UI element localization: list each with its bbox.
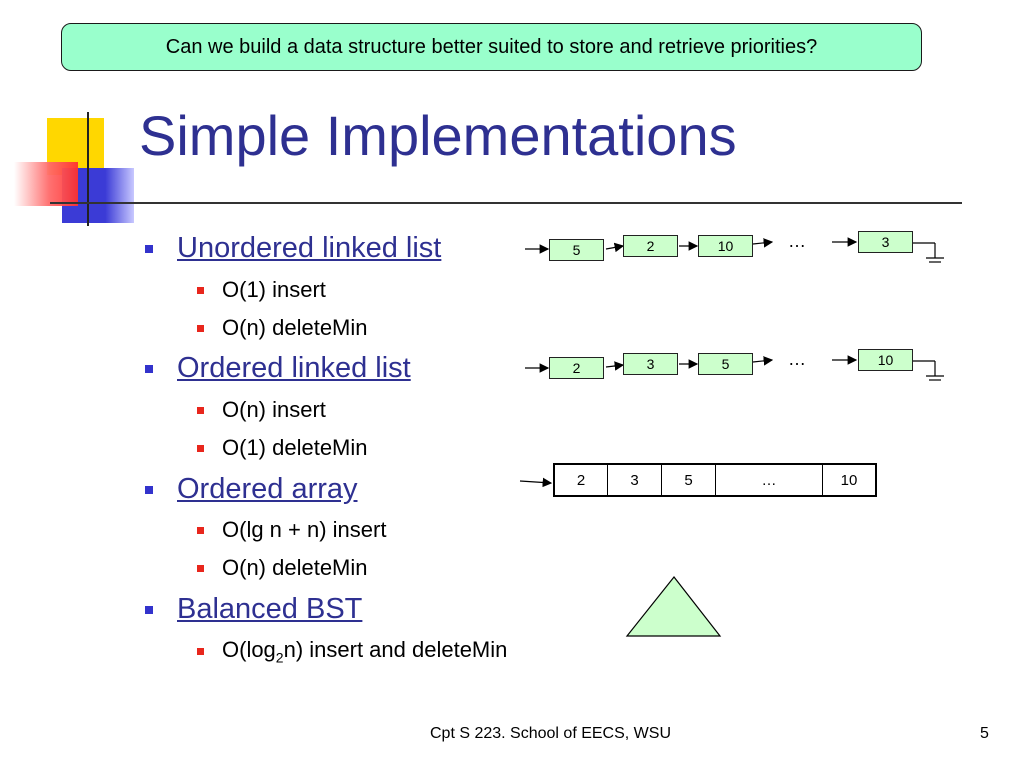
- page-number: 5: [980, 725, 989, 742]
- bullet-icon: [197, 526, 204, 534]
- list-node: 10: [698, 235, 753, 257]
- bullet-icon: [145, 485, 153, 494]
- bullet-ordered-array: Ordered array: [145, 473, 358, 506]
- sub-bullet: O(lg n + n) insert: [197, 517, 386, 543]
- bullet-icon: [197, 406, 204, 414]
- bullet-balanced-bst: Balanced BST: [145, 593, 362, 626]
- list-node: 3: [858, 231, 913, 253]
- sub-bullet: O(1) deleteMin: [197, 435, 368, 461]
- array-cell: 5: [661, 463, 716, 497]
- sub-bullet: O(n) insert: [197, 397, 326, 423]
- footer-course: Cpt S 223. School of EECS, WSU: [430, 725, 671, 742]
- list-node: 5: [549, 239, 604, 261]
- ordered-array: 2 3 5 … 10: [553, 463, 877, 497]
- sub-bullet: O(log2n) insert and deleteMin: [197, 637, 507, 665]
- list-node: 2: [549, 357, 604, 379]
- array-cell: …: [715, 463, 823, 497]
- bullet-label: Balanced BST: [177, 593, 363, 625]
- sub-bullet: O(n) deleteMin: [197, 315, 368, 341]
- bullet-icon: [197, 286, 204, 294]
- bullet-label: Unordered linked list: [177, 232, 442, 264]
- title-underline: [50, 202, 962, 204]
- array-cell: 10: [822, 463, 877, 497]
- bst-triangle: [625, 576, 722, 637]
- ellipsis: …: [788, 231, 806, 251]
- bullet-icon: [145, 605, 153, 614]
- bullet-icon: [145, 244, 153, 253]
- list-node: 2: [623, 235, 678, 257]
- array-cell: 3: [607, 463, 662, 497]
- array-cell: 2: [553, 463, 608, 497]
- bullet-icon: [197, 444, 204, 452]
- list-node: 10: [858, 349, 913, 371]
- bullet-icon: [197, 324, 204, 332]
- callout-box: Can we build a data structure better sui…: [61, 23, 922, 71]
- list-node: 3: [623, 353, 678, 375]
- bullet-icon: [145, 364, 153, 373]
- slide-title: Simple Implementations: [139, 104, 737, 167]
- bullet-icon: [197, 564, 204, 572]
- sub-bullet: O(1) insert: [197, 277, 326, 303]
- ellipsis: …: [788, 349, 806, 369]
- bullet-ordered-list: Ordered linked list: [145, 352, 411, 385]
- bullet-icon: [197, 647, 204, 655]
- bullet-unordered-list: Unordered linked list: [145, 232, 441, 265]
- sub-bullet: O(n) deleteMin: [197, 555, 368, 581]
- bullet-label: Ordered array: [177, 473, 358, 505]
- list-node: 5: [698, 353, 753, 375]
- bullet-label: Ordered linked list: [177, 352, 411, 384]
